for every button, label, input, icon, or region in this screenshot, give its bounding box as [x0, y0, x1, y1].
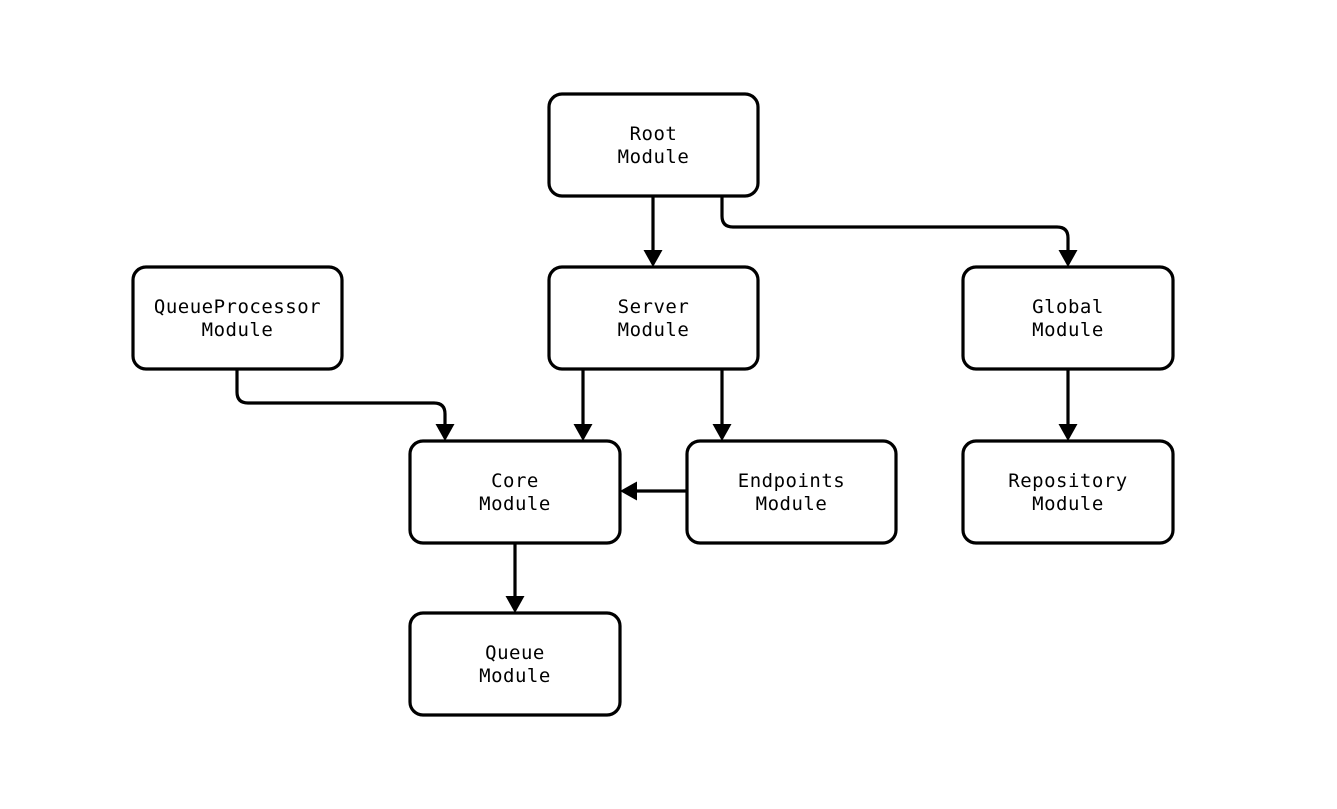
- arrowhead-icon: [712, 424, 732, 441]
- node-label-line1: Core: [491, 470, 539, 492]
- edge-root-to-server: [643, 196, 663, 267]
- arrowhead-icon: [435, 424, 455, 441]
- edge-server-to-core: [573, 369, 593, 441]
- node-label-line2: Module: [479, 493, 551, 515]
- node-box[interactable]: [685, 439, 898, 545]
- node-label-line2: Module: [618, 146, 690, 168]
- node-box[interactable]: [547, 265, 760, 371]
- edge-endpoints-to-core: [620, 481, 687, 501]
- node-label-line2: Module: [618, 319, 690, 341]
- node-label-line2: Module: [1032, 493, 1104, 515]
- node-box[interactable]: [961, 265, 1175, 371]
- node-label-line1: Server: [618, 296, 690, 318]
- node-box[interactable]: [961, 439, 1175, 545]
- node-label-line1: Endpoints: [738, 470, 845, 492]
- node-label-line2: Module: [202, 319, 274, 341]
- node-box[interactable]: [131, 265, 344, 371]
- node-box[interactable]: [408, 611, 622, 717]
- node-label-line1: QueueProcessor: [154, 296, 321, 318]
- edge-core-to-queue: [505, 543, 525, 613]
- edge-root-to-global: [720, 196, 1078, 267]
- arrowhead-icon: [573, 424, 593, 441]
- edge-layer: [235, 196, 1078, 613]
- node-label-line1: Root: [630, 123, 678, 145]
- edge-global-to-repository: [1058, 369, 1078, 441]
- node-label-line2: Module: [1032, 319, 1104, 341]
- arrowhead-icon: [505, 596, 525, 613]
- edge-server-to-endpoints: [712, 369, 732, 441]
- node-label-line1: Repository: [1008, 470, 1127, 492]
- arrowhead-icon: [1058, 250, 1078, 267]
- node-label-line1: Global: [1032, 296, 1104, 318]
- arrowhead-icon: [1058, 424, 1078, 441]
- edge-line: [720, 196, 1070, 250]
- edge-line: [235, 369, 447, 424]
- node-box[interactable]: [547, 92, 760, 198]
- arrowhead-icon: [620, 481, 637, 501]
- node-box[interactable]: [408, 439, 622, 545]
- node-label-line1: Queue: [485, 642, 545, 664]
- arrowhead-icon: [643, 250, 663, 267]
- node-label-line2: Module: [756, 493, 828, 515]
- edge-queueprocessor-to-core: [235, 369, 455, 441]
- node-label-line2: Module: [479, 665, 551, 687]
